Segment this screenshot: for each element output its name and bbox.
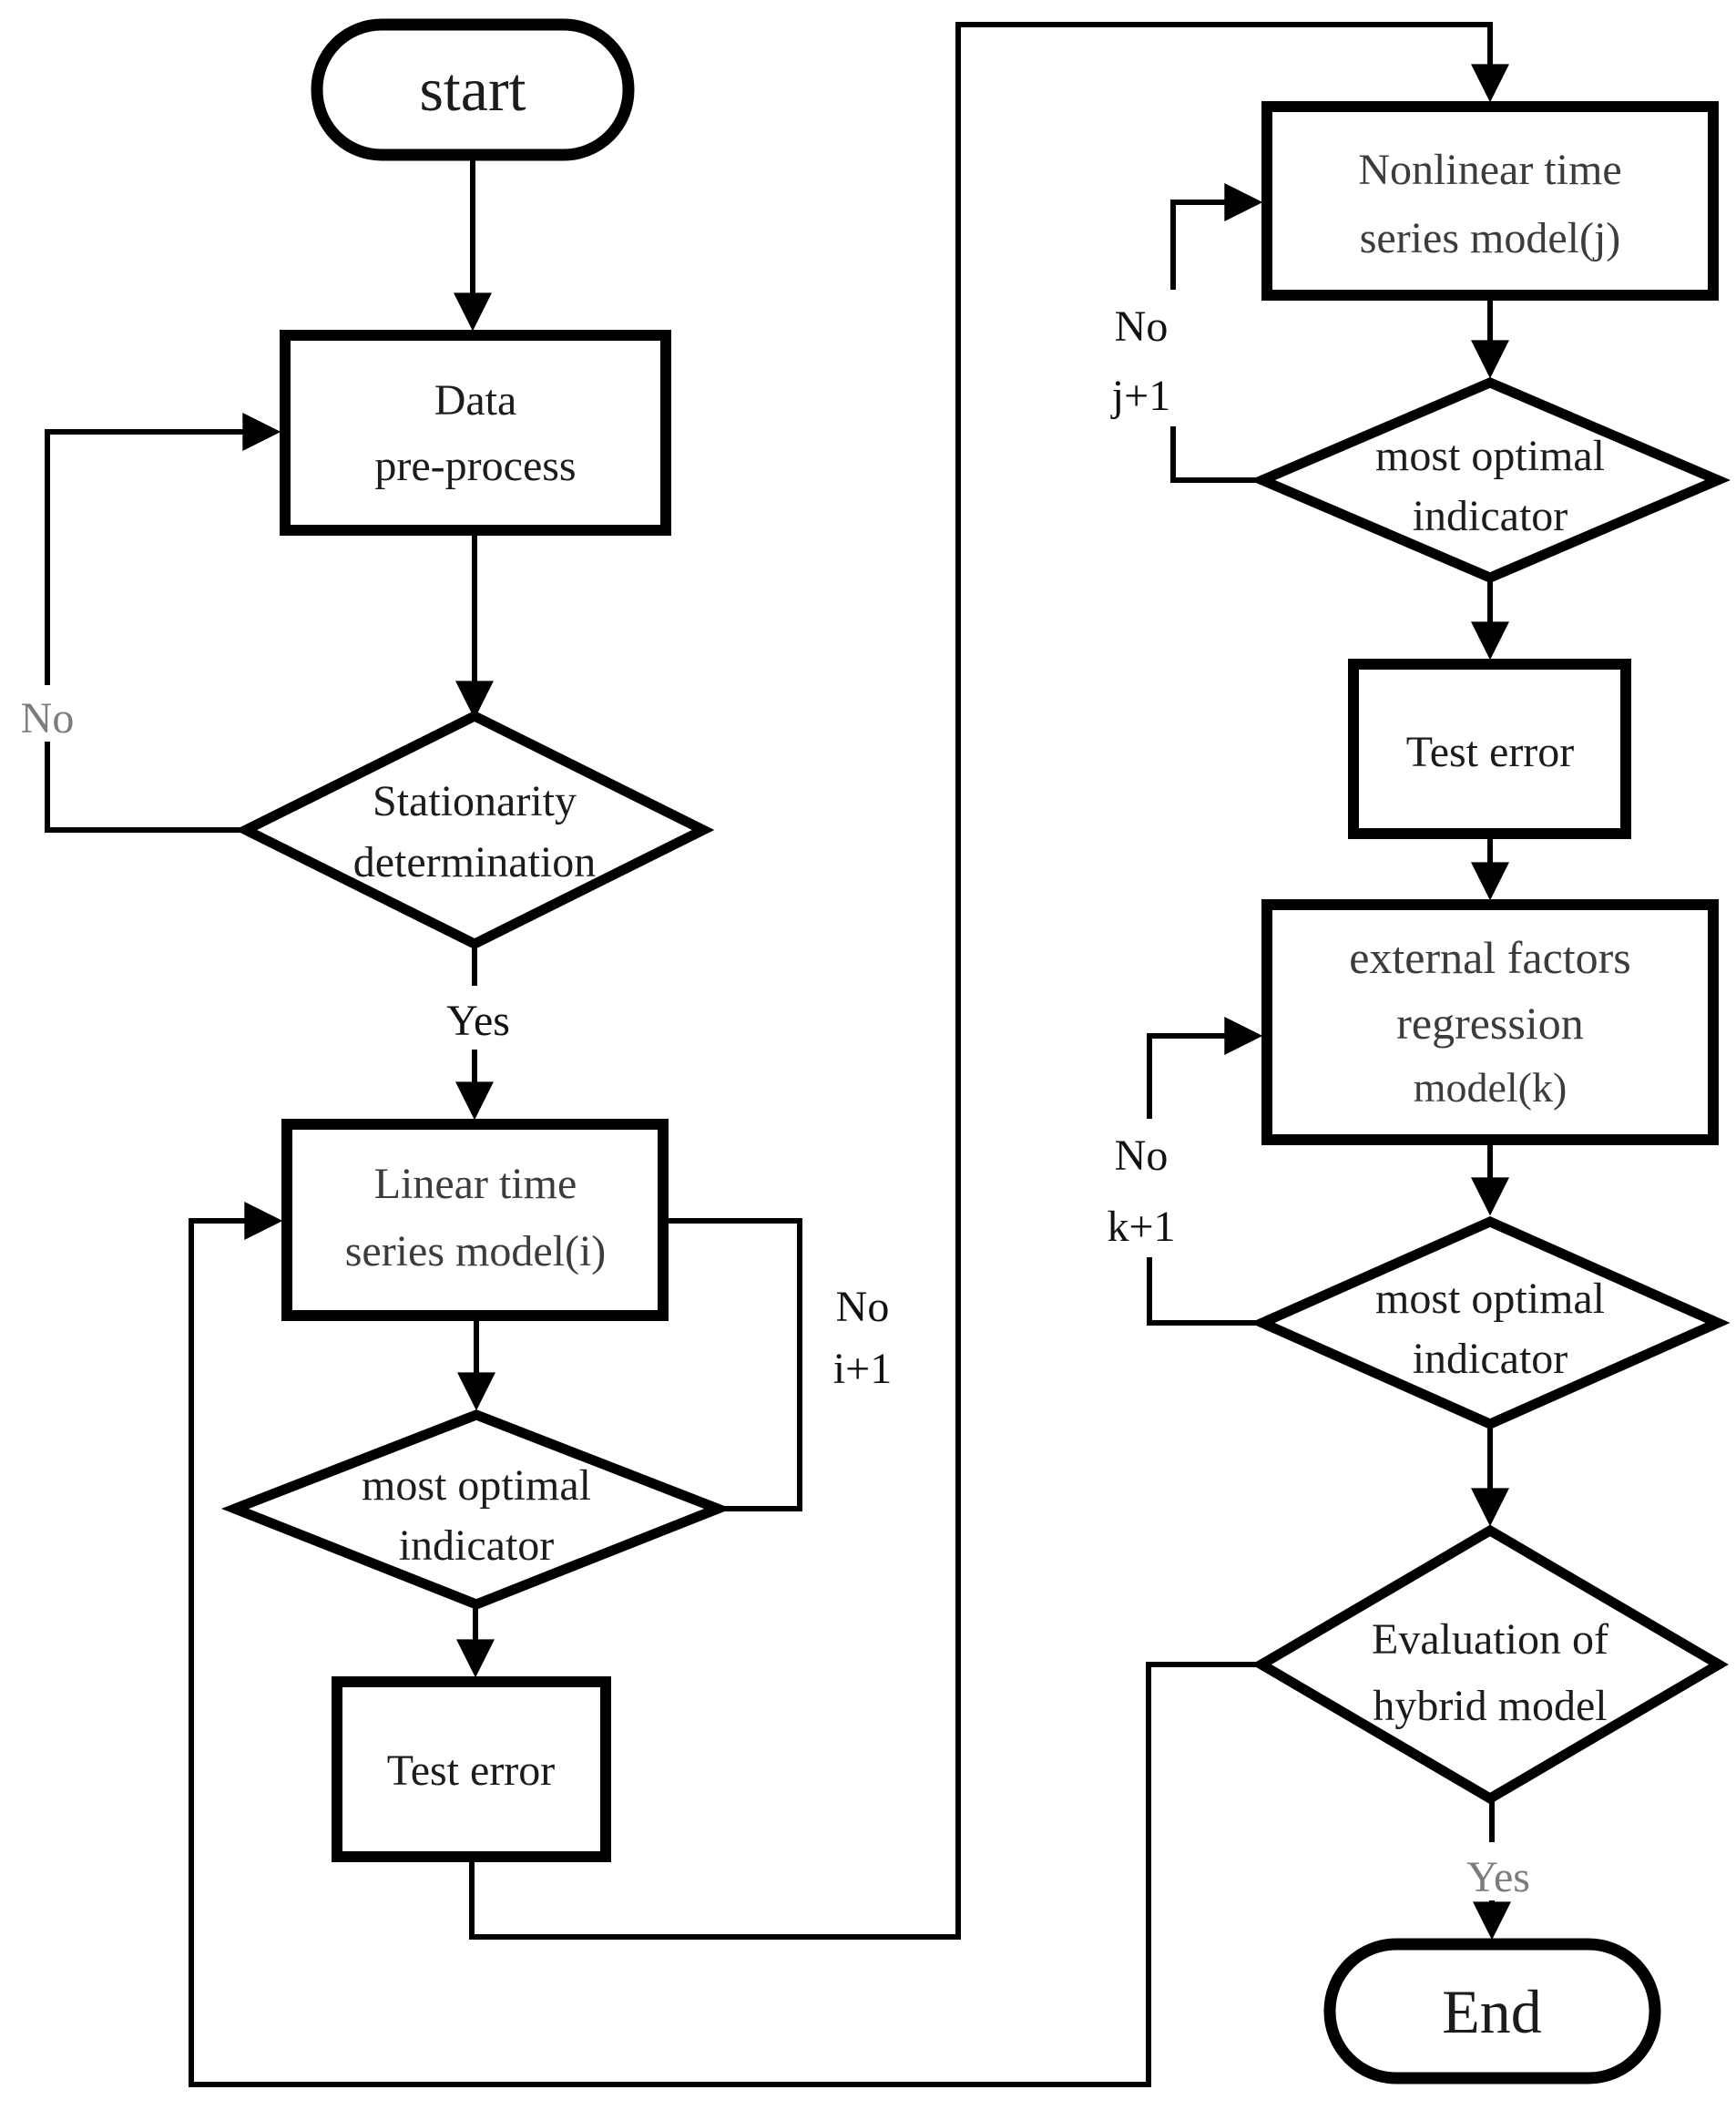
- indicator-k-no-label-line1: No: [1115, 1132, 1169, 1180]
- node-nonlinear-model-line2: series model(j): [1360, 214, 1621, 262]
- node-optimal-indicator-k: [1250, 1215, 1731, 1430]
- node-hybrid-evaluation-line1: Evaluation of: [1372, 1615, 1608, 1664]
- node-end: [1323, 1938, 1661, 2084]
- node-stationarity-line1: Stationarity: [373, 777, 577, 825]
- node-optimal-indicator-j-line1: most optimal: [1375, 432, 1605, 480]
- stationarity-no-label-bg: [16, 685, 78, 742]
- node-nonlinear-model-line1: Nonlinear time: [1358, 146, 1621, 194]
- node-optimal-indicator-i: [220, 1409, 732, 1610]
- node-start: [311, 18, 635, 161]
- indicator-j-no-label-line2: j+1: [1110, 372, 1170, 420]
- node-test-error-i: [332, 1676, 611, 1862]
- node-start-label: start: [419, 55, 526, 124]
- stationarity-yes-label: Yes: [446, 997, 510, 1045]
- node-external-regression-line3: model(k): [1414, 1064, 1568, 1111]
- node-test-error-i-label: Test error: [387, 1746, 556, 1795]
- edge-stationarity-no-loop: [45, 413, 281, 833]
- node-external-regression: [1261, 899, 1719, 1145]
- edge-evaluation-no-outer-loop: [189, 1202, 1261, 2087]
- indicator-j-no-label-line1: No: [1115, 302, 1169, 351]
- node-linear-model-line1: Linear time: [374, 1160, 577, 1208]
- stationarity-no-label: No: [21, 694, 75, 743]
- node-optimal-indicator-k-line2: indicator: [1413, 1335, 1568, 1383]
- node-optimal-indicator-j: [1250, 377, 1731, 583]
- node-linear-model: [281, 1119, 669, 1321]
- edge-testerror-to-nonlinear: [469, 22, 1509, 1940]
- indicator-k-no-label-line2: k+1: [1107, 1203, 1175, 1251]
- node-test-error-j-label: Test error: [1406, 728, 1575, 776]
- node-end-label: End: [1442, 1977, 1542, 2046]
- node-stationarity-line2: determination: [353, 838, 597, 886]
- node-linear-model-line2: series model(i): [345, 1227, 607, 1275]
- evaluation-yes-label-bg: [1441, 1842, 1557, 1900]
- evaluation-yes-label: Yes: [1466, 1853, 1530, 1901]
- node-stationarity-decision: [234, 710, 715, 950]
- node-hybrid-evaluation-line2: hybrid model: [1373, 1682, 1607, 1730]
- node-optimal-indicator-i-line1: most optimal: [362, 1461, 591, 1510]
- indicator-k-no-label-bg: [1098, 1119, 1186, 1257]
- node-optimal-indicator-j-line2: indicator: [1413, 492, 1568, 540]
- node-hybrid-evaluation: [1251, 1524, 1729, 1805]
- node-external-regression-line1: external factors: [1349, 932, 1631, 983]
- node-test-error-j: [1348, 659, 1631, 839]
- node-external-regression-line2: regression: [1396, 998, 1584, 1049]
- node-data-preprocess: [280, 330, 671, 536]
- node-nonlinear-model: [1261, 101, 1719, 301]
- node-optimal-indicator-k-line1: most optimal: [1375, 1275, 1605, 1323]
- indicator-i-no-label-line1: No: [836, 1283, 890, 1331]
- edge-indicator-j-no-loop: [1170, 183, 1263, 483]
- stationarity-yes-label-bg: [421, 986, 536, 1050]
- edge-indicator-i-no-loop: [663, 1218, 802, 1511]
- indicator-i-no-label-line2: i+1: [833, 1345, 892, 1393]
- indicator-j-no-label-bg: [1098, 290, 1186, 426]
- node-data-preprocess-line2: pre-process: [374, 442, 576, 490]
- node-data-preprocess-line1: Data: [434, 376, 517, 425]
- node-optimal-indicator-i-line2: indicator: [399, 1521, 555, 1570]
